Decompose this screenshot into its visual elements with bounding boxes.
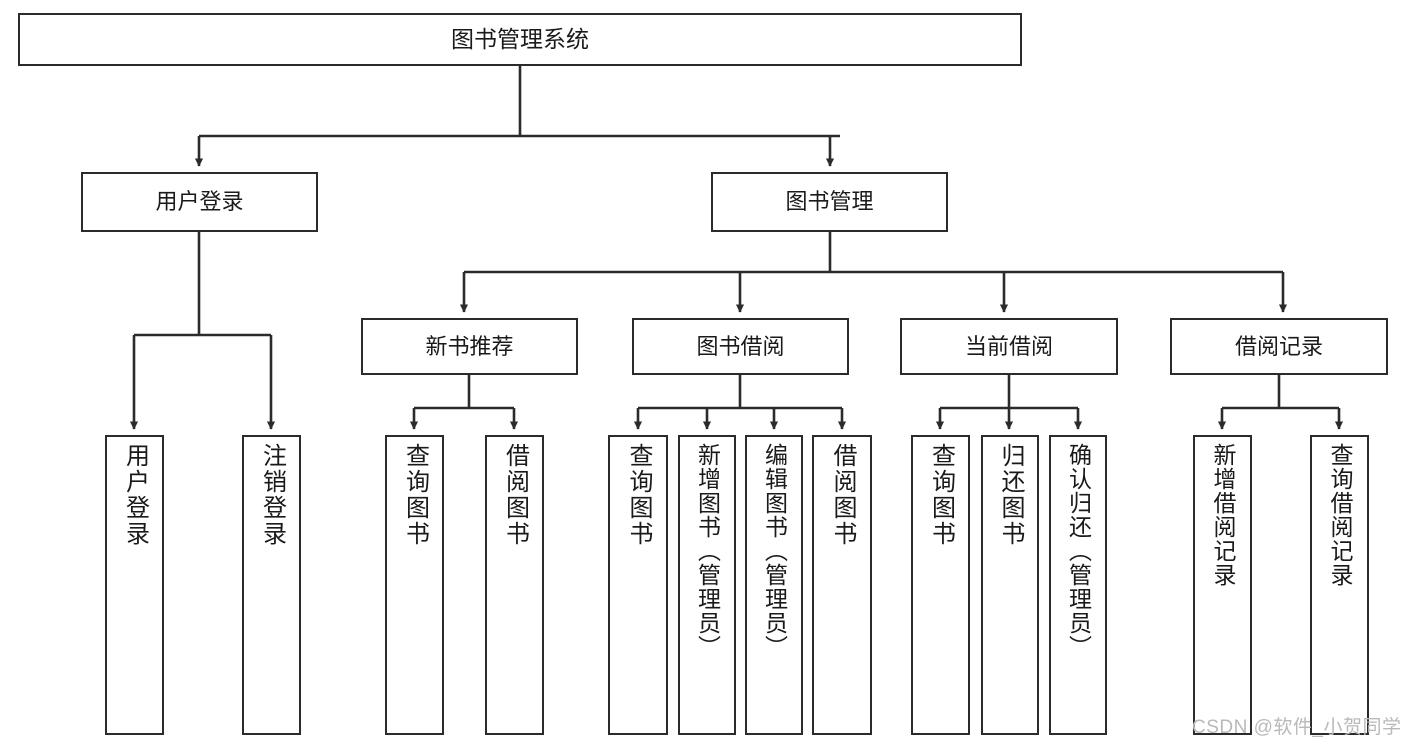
node-label: 用户登录 — [155, 189, 244, 215]
node-label: 新增借阅记录 — [1210, 443, 1236, 587]
leaf-borrow-borrow-books[interactable]: 借阅图书 — [812, 435, 872, 735]
node-new-book-recommendation[interactable]: 新书推荐 — [361, 318, 578, 375]
node-label: 编辑图书（管理员） — [761, 443, 788, 659]
node-label: 借阅图书 — [501, 443, 529, 547]
leaf-current-return-books[interactable]: 归还图书 — [981, 435, 1039, 735]
leaf-new-book-borrow-books[interactable]: 借阅图书 — [485, 435, 544, 735]
leaf-current-confirm-return-admin[interactable]: 确认归还（管理员） — [1049, 435, 1107, 735]
node-root-book-management-system[interactable]: 图书管理系统 — [18, 13, 1022, 66]
leaf-record-add-borrow-record[interactable]: 新增借阅记录 — [1193, 435, 1252, 735]
node-label: 借阅图书 — [829, 443, 856, 547]
node-label: 确认归还（管理员） — [1065, 443, 1092, 659]
node-label: 用户登录 — [121, 443, 149, 547]
leaf-user-login-logout[interactable]: 注销登录 — [242, 435, 301, 735]
leaf-borrow-edit-book-admin[interactable]: 编辑图书（管理员） — [745, 435, 803, 735]
node-label: 查询借阅记录 — [1327, 443, 1353, 587]
node-user-login[interactable]: 用户登录 — [81, 172, 318, 232]
node-label: 借阅记录 — [1234, 333, 1323, 359]
node-label: 当前借阅 — [964, 333, 1053, 359]
leaf-new-book-query-books[interactable]: 查询图书 — [385, 435, 444, 735]
node-current-borrowing[interactable]: 当前借阅 — [900, 318, 1118, 375]
node-book-borrowing[interactable]: 图书借阅 — [632, 318, 849, 375]
node-label: 图书借阅 — [696, 333, 785, 359]
node-label: 查询图书 — [401, 443, 429, 547]
leaf-current-query-books[interactable]: 查询图书 — [911, 435, 970, 735]
node-label: 查询图书 — [625, 443, 652, 547]
node-book-management[interactable]: 图书管理 — [711, 172, 948, 232]
node-label: 新增图书（管理员） — [694, 443, 721, 659]
leaf-user-login-login[interactable]: 用户登录 — [105, 435, 164, 735]
node-label: 注销登录 — [258, 443, 286, 547]
node-label: 归还图书 — [997, 443, 1024, 547]
node-borrowing-records[interactable]: 借阅记录 — [1170, 318, 1388, 375]
node-label: 新书推荐 — [425, 333, 514, 359]
node-label: 图书管理系统 — [451, 26, 589, 53]
leaf-borrow-add-book-admin[interactable]: 新增图书（管理员） — [678, 435, 736, 735]
node-label: 查询图书 — [927, 443, 955, 547]
leaf-record-query-borrow-record[interactable]: 查询借阅记录 — [1310, 435, 1369, 735]
leaf-borrow-query-books[interactable]: 查询图书 — [608, 435, 668, 735]
node-label: 图书管理 — [785, 189, 874, 215]
